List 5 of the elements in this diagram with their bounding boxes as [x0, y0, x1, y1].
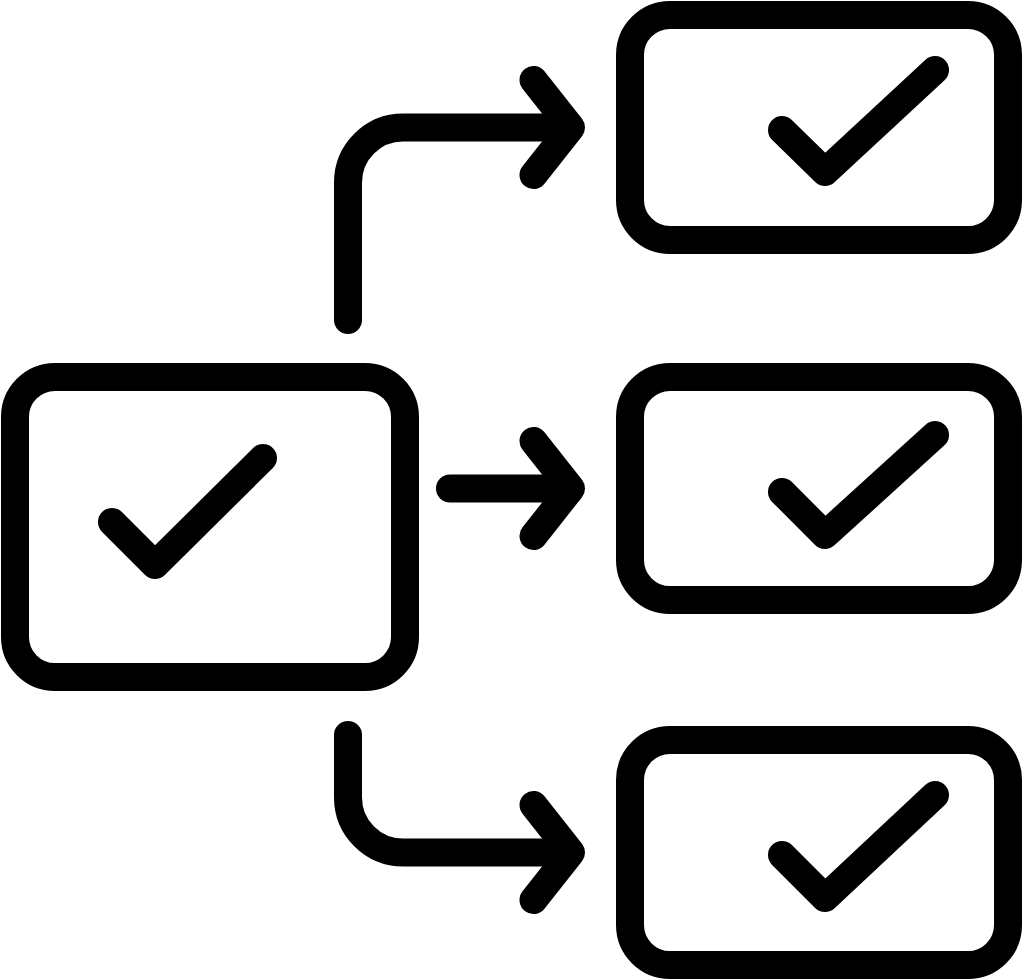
arrow: [334, 66, 585, 334]
check-box: [616, 363, 1022, 614]
check-box: [616, 726, 1022, 979]
check-box: [616, 1, 1022, 254]
check-box: [1, 363, 419, 691]
